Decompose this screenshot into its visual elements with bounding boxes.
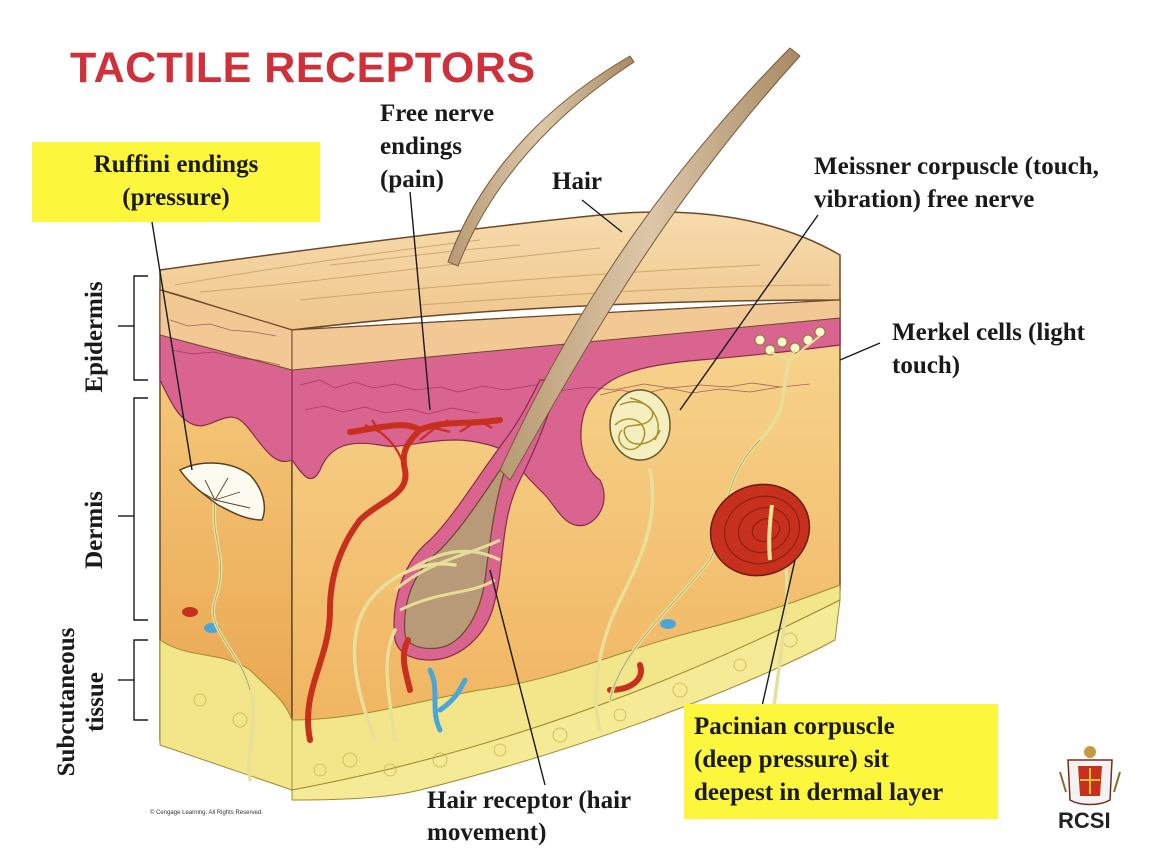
hair-shaft — [499, 47, 801, 481]
vein — [427, 667, 468, 733]
hair-receptor-label-line1: Hair receptor (hair — [427, 787, 632, 814]
ruffini-label-box: Ruffini endings (pressure) — [32, 142, 320, 222]
free-nerve-label-line2: endings — [380, 133, 462, 160]
rcsi-logo-text: RCSI — [1058, 808, 1111, 833]
pacinian-label-box: Pacinian corpuscle (deep pressure) sit d… — [684, 704, 998, 819]
subcutaneous-label-line1: Subcutaneous — [53, 627, 80, 777]
merkel-label-line1: Merkel cells (light — [892, 319, 1085, 346]
rcsi-crest-logo — [1059, 746, 1121, 806]
dermis-label: Dermis — [81, 491, 108, 569]
subcutaneous-label-line2: tissue — [82, 672, 109, 732]
ruffini-label-line2: (pressure) — [122, 184, 230, 211]
subcutaneous-label: Subcutaneous tissue — [52, 617, 112, 787]
ruffini-ending — [178, 462, 266, 521]
free-nerve-endings — [364, 419, 493, 471]
pacinian-label-line3: deepest in dermal layer — [694, 779, 944, 806]
page-title: TACTILE RECEPTORS — [70, 44, 536, 92]
hair-label: Hair — [552, 168, 602, 195]
pacinian-label-line2: (deep pressure) sit — [694, 746, 889, 773]
pacinian-corpuscle — [709, 483, 811, 577]
pacinian-label-line1: Pacinian corpuscle — [694, 713, 895, 740]
artery — [305, 417, 644, 743]
ruffini-label-line1: Ruffini endings — [93, 151, 259, 178]
meissner-label-line2: vibration) free nerve — [814, 186, 1035, 213]
leader-lines — [151, 191, 881, 786]
hair-shaft-short — [447, 55, 635, 267]
meissner-label-line1: Meissner corpuscle (touch, — [814, 153, 1099, 180]
free-nerve-label-line3: (pain) — [380, 166, 444, 193]
epidermis-label: Epidermis — [81, 281, 108, 393]
merkel-cells — [754, 326, 826, 356]
layer-brackets — [118, 275, 148, 721]
free-nerve-label-line1: Free nerve — [380, 100, 495, 127]
copyright-text: © Cengage Learning. All Rights Reserved. — [150, 810, 263, 816]
hair-receptor-label-line2: movement) — [427, 819, 547, 846]
meissner-corpuscle — [609, 389, 671, 461]
merkel-label-line2: touch) — [892, 352, 961, 379]
